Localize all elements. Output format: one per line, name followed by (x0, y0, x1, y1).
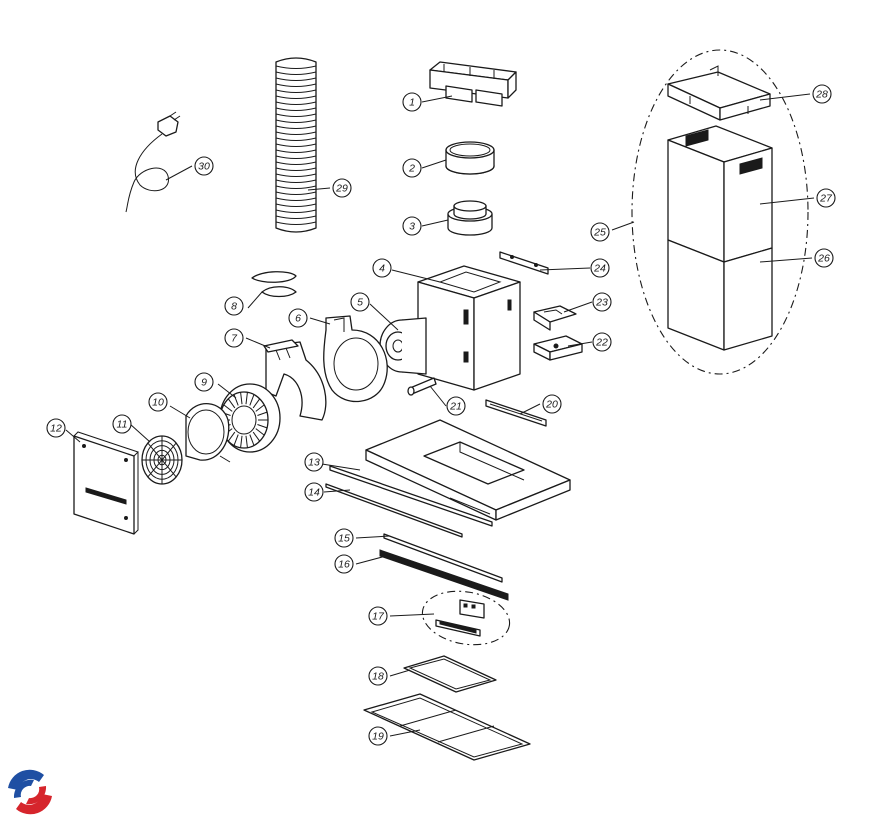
callout-25: 25 (590, 222, 610, 242)
callout-number: 26 (817, 253, 830, 265)
part-grease-filter (403, 655, 497, 693)
part-bracket-small (533, 305, 577, 331)
callout-number: 30 (198, 161, 210, 173)
callout-number: 1 (409, 97, 415, 109)
callout-13: 13 (304, 452, 324, 472)
callout-number: 13 (308, 457, 320, 469)
callout-number: 3 (409, 221, 415, 233)
part-trim-strip (325, 465, 493, 538)
callout-number: 11 (117, 419, 128, 431)
callout-24: 24 (590, 258, 610, 278)
callout-number: 5 (357, 297, 363, 309)
callout-labels: 1234567891011121314151617181920212223242… (46, 84, 836, 746)
callout-number: 28 (815, 89, 828, 101)
part-round-collar-large (445, 141, 495, 175)
callout-11: 11 (112, 414, 132, 434)
part-capacitor (407, 377, 437, 396)
part-blower-housing (323, 315, 388, 403)
part-control-module (421, 590, 511, 646)
callout-number: 15 (338, 533, 350, 545)
callout-number: 17 (372, 611, 385, 623)
callout-5: 5 (350, 292, 370, 312)
callout-number: 21 (449, 401, 462, 413)
callout-10: 10 (148, 392, 168, 412)
callout-26: 26 (814, 248, 834, 268)
part-round-adapter (447, 200, 493, 236)
callout-number: 24 (593, 263, 606, 275)
callout-29: 29 (332, 178, 352, 198)
callout-number: 12 (50, 423, 62, 435)
callout-21: 21 (446, 396, 466, 416)
callout-number: 2 (408, 163, 415, 175)
part-mounting-strip (499, 251, 549, 275)
callout-15: 15 (334, 528, 354, 548)
part-filter-panels (363, 693, 531, 761)
part-control-box (533, 335, 583, 361)
callout-22: 22 (592, 332, 612, 352)
callout-number: 23 (595, 297, 608, 309)
part-inlet-ring (185, 403, 231, 463)
part-rail-strip (485, 399, 547, 427)
part-chimney-group (631, 49, 809, 375)
callout-number: 6 (295, 313, 301, 325)
callout-number: 16 (338, 559, 350, 571)
callout-3: 3 (402, 216, 422, 236)
part-canopy-body (365, 419, 571, 521)
part-motor-housing (417, 265, 521, 391)
callout-number: 20 (545, 399, 558, 411)
callout-23: 23 (592, 292, 612, 312)
part-led-strip (379, 549, 509, 601)
callout-17: 17 (368, 606, 388, 626)
callout-30: 30 (194, 156, 214, 176)
leader-lines (65, 93, 815, 737)
callout-number: 10 (152, 397, 164, 409)
callout-9: 9 (194, 372, 214, 392)
callout-20: 20 (542, 394, 562, 414)
part-power-cord (125, 111, 181, 213)
callout-8: 8 (224, 296, 244, 316)
callout-7: 7 (224, 328, 244, 348)
callout-number: 27 (819, 193, 833, 205)
part-flexible-duct (275, 57, 317, 233)
callout-1: 1 (402, 92, 422, 112)
callout-number: 22 (595, 337, 608, 349)
part-gasket (251, 271, 297, 298)
callout-19: 19 (368, 726, 388, 746)
callout-number: 19 (372, 731, 384, 743)
callout-6: 6 (288, 308, 308, 328)
callout-12: 12 (46, 418, 66, 438)
callout-4: 4 (372, 258, 392, 278)
callout-number: 4 (379, 263, 385, 275)
callout-number: 9 (201, 377, 207, 389)
callout-number: 14 (308, 487, 320, 499)
part-wire-grille (141, 435, 183, 485)
callout-27: 27 (816, 188, 836, 208)
callout-16: 16 (334, 554, 354, 574)
callout-number: 29 (335, 183, 348, 195)
brand-swirl-logo (6, 768, 54, 816)
callout-2: 2 (402, 158, 422, 178)
callout-number: 25 (593, 227, 606, 239)
callout-number: 18 (372, 671, 384, 683)
callout-number: 8 (231, 301, 237, 313)
callout-18: 18 (368, 666, 388, 686)
callout-number: 7 (231, 333, 238, 345)
part-chimney-bracket (667, 65, 771, 121)
part-blower-half-shell (263, 339, 327, 421)
part-lower-chimney (667, 239, 773, 351)
callout-14: 14 (304, 482, 324, 502)
part-front-cover (73, 431, 139, 535)
part-upper-chimney (667, 125, 773, 263)
callout-28: 28 (812, 84, 832, 104)
part-blower-wheel (219, 383, 281, 453)
part-duct-connector (429, 61, 517, 107)
